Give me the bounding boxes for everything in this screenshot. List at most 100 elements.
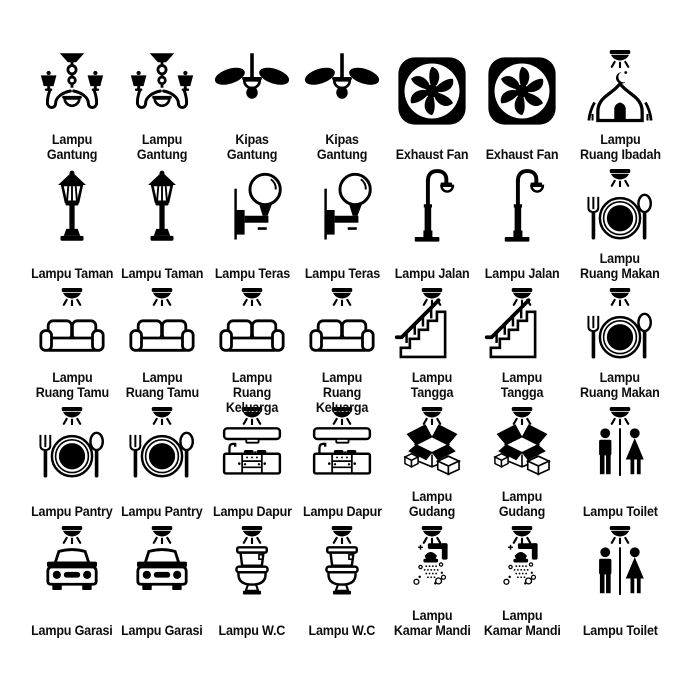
icon-label: Lampu Jalan <box>484 265 560 281</box>
exhaust-fan-icon <box>391 50 473 132</box>
icon-label: Lampu Tangga <box>500 370 544 401</box>
icon-label: Exhaust Fan <box>395 146 469 162</box>
icon-label: Kipas Gantung <box>316 132 368 163</box>
icon-label: Lampu Ruang Makan <box>580 251 660 282</box>
ceiling-fan-icon <box>211 50 293 132</box>
wall-sconce-icon <box>301 169 383 251</box>
icon-label: Lampu Gantung <box>46 132 98 163</box>
icon-label: Lampu Teras <box>214 265 290 281</box>
stairs-lamp-icon <box>481 288 563 370</box>
icon-label: Lampu Pantry <box>121 503 203 519</box>
icon-cell: Lampu Ruang Keluarga <box>297 288 387 415</box>
street-lamp-icon <box>391 169 473 251</box>
storage-box-lamp-icon <box>481 407 563 489</box>
icon-cell: Lampu Pantry <box>117 407 207 526</box>
icon-grid: Lampu Gantung Lampu Gantung Kipas Gantun… <box>27 0 673 645</box>
garden-lamp-icon <box>121 169 203 251</box>
icon-label: Lampu W.C <box>308 622 376 638</box>
icon-cell: Lampu Gantung <box>27 50 117 169</box>
kitchen-lamp-icon <box>301 407 383 489</box>
icon-label: Lampu Garasi <box>31 622 113 638</box>
icon-label: Lampu Pantry <box>31 503 113 519</box>
icon-cell: Lampu Tangga <box>387 288 477 407</box>
icon-label: Lampu W.C <box>218 622 286 638</box>
icon-cell: Lampu Pantry <box>27 407 117 526</box>
icon-cell: Lampu Tangga <box>477 288 567 407</box>
icon-cell: Lampu Gantung <box>117 50 207 169</box>
icon-label: Lampu Taman <box>120 265 204 281</box>
icon-cell: Lampu Taman <box>117 169 207 288</box>
icon-label: Lampu Ruang Makan <box>580 370 660 401</box>
icon-cell: Lampu Ruang Makan <box>567 288 673 407</box>
icon-label: Lampu Gantung <box>136 132 188 163</box>
exhaust-fan-icon <box>481 50 563 132</box>
icon-label: Lampu Ruang Tamu <box>125 370 199 401</box>
restroom-lamp-icon <box>579 407 661 489</box>
icon-label: Lampu Dapur <box>212 503 292 519</box>
car-lamp-icon <box>31 526 113 608</box>
icon-cell: Lampu Jalan <box>387 169 477 288</box>
dining-plate-lamp-icon <box>579 169 661 251</box>
toilet-lamp-icon <box>301 526 383 608</box>
icon-label: Lampu Garasi <box>121 622 203 638</box>
icon-cell: Lampu Ruang Tamu <box>27 288 117 407</box>
icon-cell: Lampu Ruang Tamu <box>117 288 207 407</box>
icon-label: Lampu Gudang <box>408 489 456 520</box>
icon-label: Lampu Ruang Keluarga <box>225 370 279 416</box>
icon-cell: Lampu W.C <box>297 526 387 645</box>
sofa-lamp-icon <box>301 288 383 370</box>
dining-plate-lamp-icon <box>31 407 113 489</box>
chandelier-icon <box>121 50 203 132</box>
icon-cell: Lampu Garasi <box>27 526 117 645</box>
icon-label: Lampu Toilet <box>582 503 658 519</box>
icon-label: Lampu Tangga <box>410 370 454 401</box>
icon-cell: Lampu Ruang Ibadah <box>567 50 673 169</box>
restroom-lamp-icon <box>579 526 661 608</box>
icon-cell: Lampu Teras <box>207 169 297 288</box>
icon-cell: Lampu Dapur <box>297 407 387 526</box>
toilet-lamp-icon <box>211 526 293 608</box>
ceiling-fan-icon <box>301 50 383 132</box>
icon-cell: Exhaust Fan <box>387 50 477 169</box>
icon-label: Lampu Ruang Ibadah <box>579 132 661 163</box>
icon-cell: Lampu Gudang <box>477 407 567 526</box>
shower-lamp-icon <box>481 526 563 608</box>
icon-cell: Lampu Taman <box>27 169 117 288</box>
icon-label: Lampu Ruang Tamu <box>35 370 109 401</box>
icon-label: Lampu Kamar Mandi <box>393 608 471 639</box>
wall-sconce-icon <box>211 169 293 251</box>
icon-cell: Lampu Teras <box>297 169 387 288</box>
icon-label: Lampu Jalan <box>394 265 470 281</box>
icon-cell: Lampu W.C <box>207 526 297 645</box>
icon-label: Lampu Ruang Keluarga <box>315 370 369 416</box>
kitchen-lamp-icon <box>211 407 293 489</box>
chandelier-icon <box>31 50 113 132</box>
icon-cell: Lampu Ruang Makan <box>567 169 673 288</box>
icon-label: Lampu Gudang <box>498 489 546 520</box>
icon-cell: Kipas Gantung <box>207 50 297 169</box>
sofa-lamp-icon <box>121 288 203 370</box>
icon-cell: Lampu Garasi <box>117 526 207 645</box>
icon-label: Exhaust Fan <box>485 146 559 162</box>
icon-cell: Lampu Kamar Mandi <box>387 526 477 645</box>
garden-lamp-icon <box>31 169 113 251</box>
icon-cell: Lampu Kamar Mandi <box>477 526 567 645</box>
icon-label: Lampu Kamar Mandi <box>483 608 561 639</box>
icon-cell: Lampu Dapur <box>207 407 297 526</box>
icon-label: Lampu Toilet <box>582 622 658 638</box>
icon-label: Lampu Taman <box>30 265 114 281</box>
storage-box-lamp-icon <box>391 407 473 489</box>
street-lamp-icon <box>481 169 563 251</box>
shower-lamp-icon <box>391 526 473 608</box>
icon-label: Lampu Dapur <box>302 503 382 519</box>
icon-cell: Lampu Toilet <box>567 407 673 526</box>
icon-cell: Kipas Gantung <box>297 50 387 169</box>
icon-label: Lampu Teras <box>304 265 380 281</box>
sofa-lamp-icon <box>31 288 113 370</box>
car-lamp-icon <box>121 526 203 608</box>
icon-label: Kipas Gantung <box>226 132 278 163</box>
icon-cell: Lampu Toilet <box>567 526 673 645</box>
mosque-lamp-icon <box>579 50 661 132</box>
dining-plate-lamp-icon <box>579 288 661 370</box>
